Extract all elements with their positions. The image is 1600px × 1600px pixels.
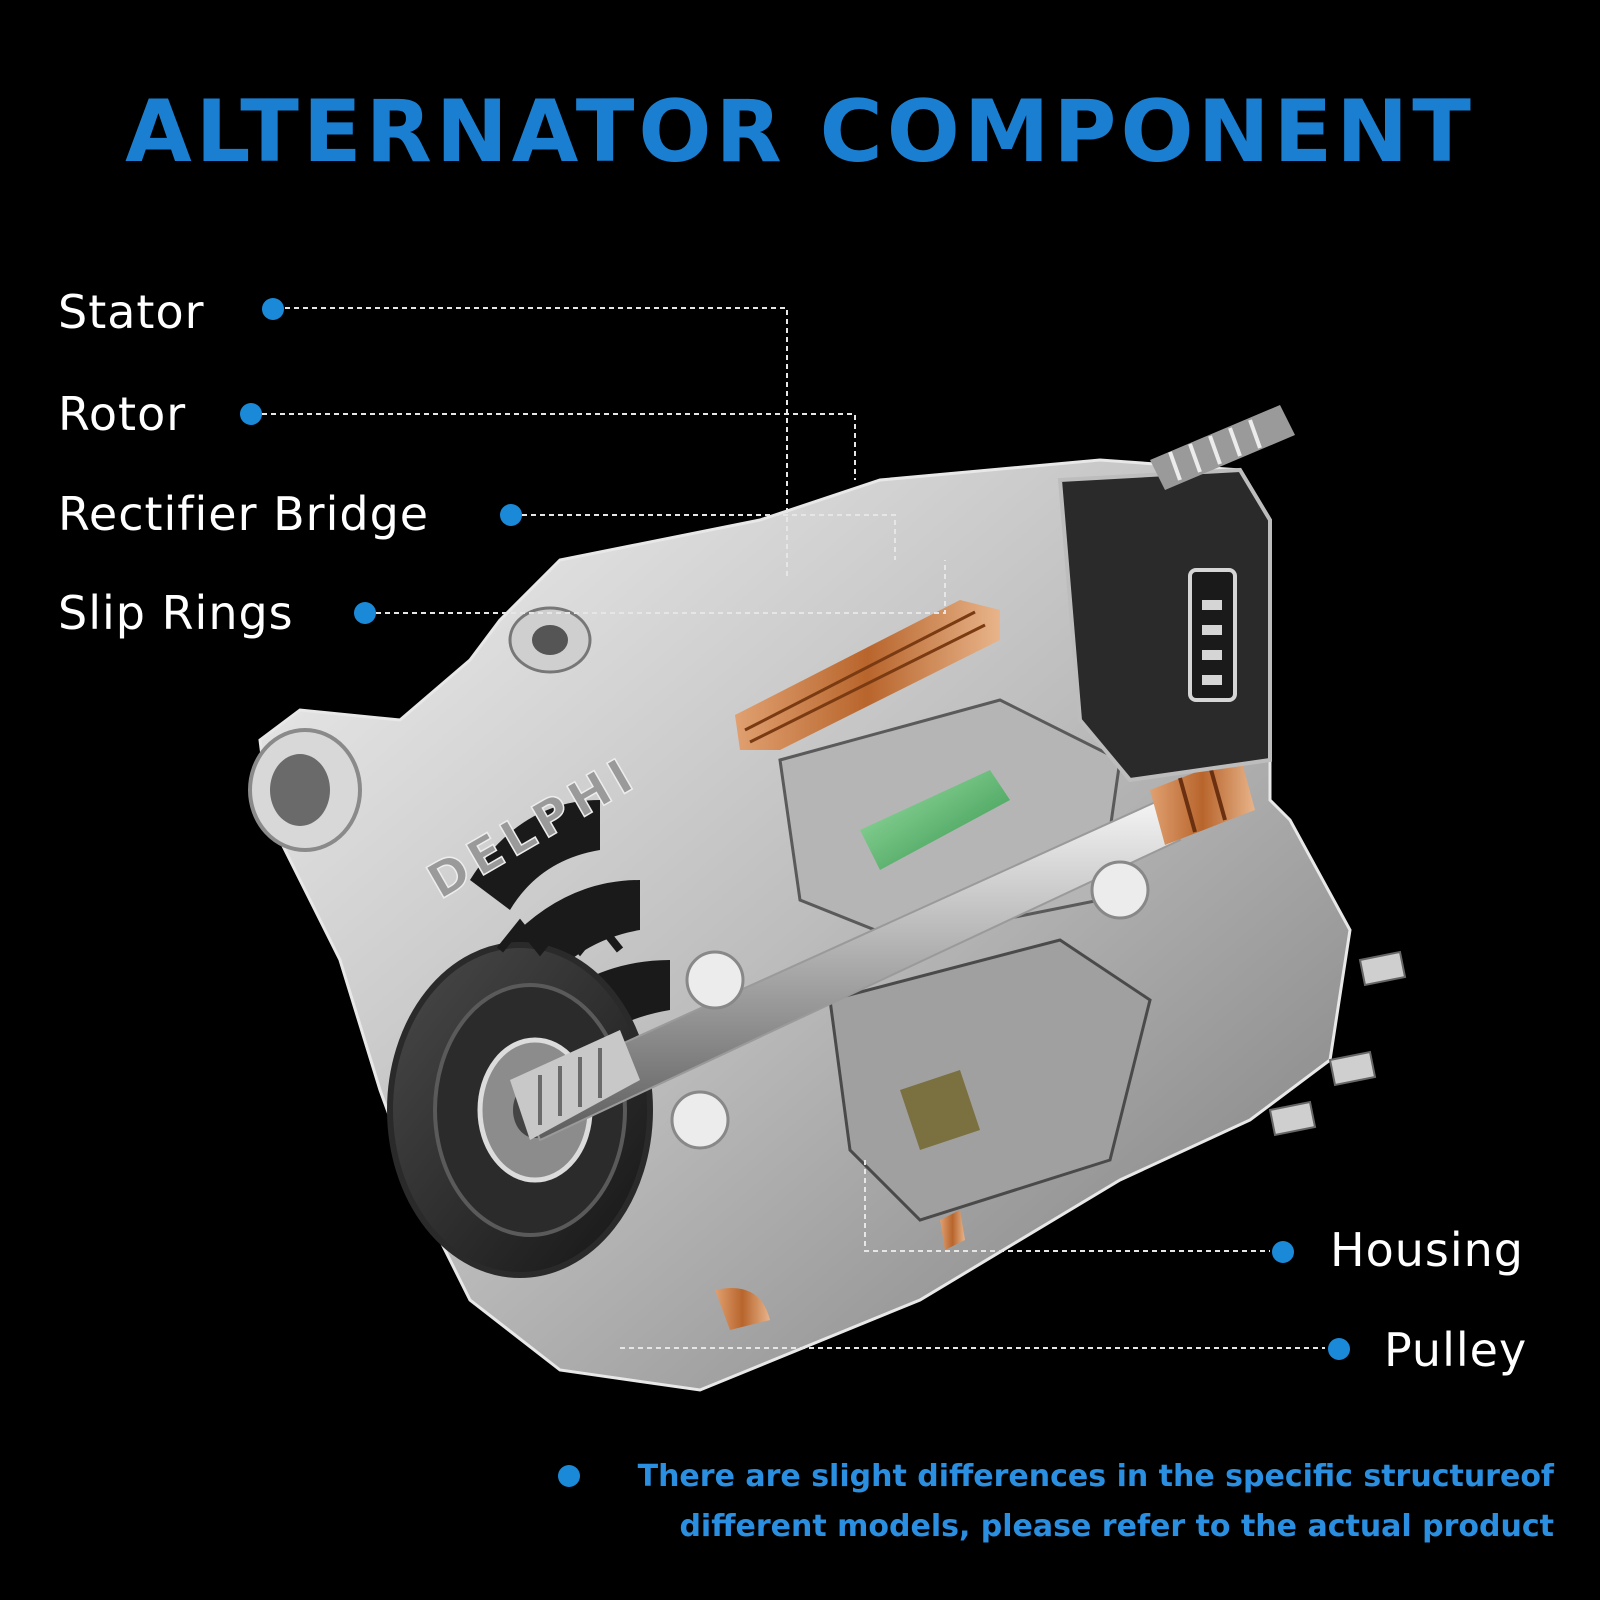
- label-slip-rings: Slip Rings: [58, 586, 294, 640]
- label-stator: Stator: [58, 285, 205, 339]
- shaft-shape: [510, 798, 1182, 1142]
- callout-dot-stator: [262, 298, 284, 320]
- callout-dot-rotor: [240, 403, 262, 425]
- label-rectifier-bridge: Rectifier Bridge: [58, 487, 430, 541]
- label-housing: Housing: [1330, 1223, 1524, 1277]
- stator-windings: [715, 600, 1000, 1330]
- slip-rings-shape: [1150, 755, 1255, 845]
- page-title: ALTERNATOR COMPONENT: [125, 82, 1475, 182]
- callout-dot-rectifier-bridge: [500, 504, 522, 526]
- rectifier-shape: [1057, 405, 1295, 783]
- callout-dot-housing: [1272, 1241, 1294, 1263]
- label-rotor: Rotor: [58, 387, 187, 441]
- disclaimer-note: There are slight differences in the spec…: [638, 1452, 1554, 1552]
- leader-slip-rings: [376, 560, 946, 614]
- leader-housing: [864, 1160, 1270, 1252]
- callout-dot-pulley: [1328, 1338, 1350, 1360]
- leader-rotor: [262, 413, 856, 480]
- leader-rectifier-bridge: [522, 514, 896, 560]
- disclaimer-line-2: different models, please refer to the ac…: [679, 1509, 1554, 1544]
- rear-terminals: [1268, 950, 1407, 1137]
- disclaimer-line-1: There are slight differences in the spec…: [637, 1459, 1554, 1494]
- leader-lines: [262, 307, 1325, 1349]
- bearings: [670, 860, 1150, 1150]
- callout-dot-slip-rings: [354, 602, 376, 624]
- note-bullet: [558, 1465, 580, 1487]
- label-pulley: Pulley: [1384, 1323, 1528, 1377]
